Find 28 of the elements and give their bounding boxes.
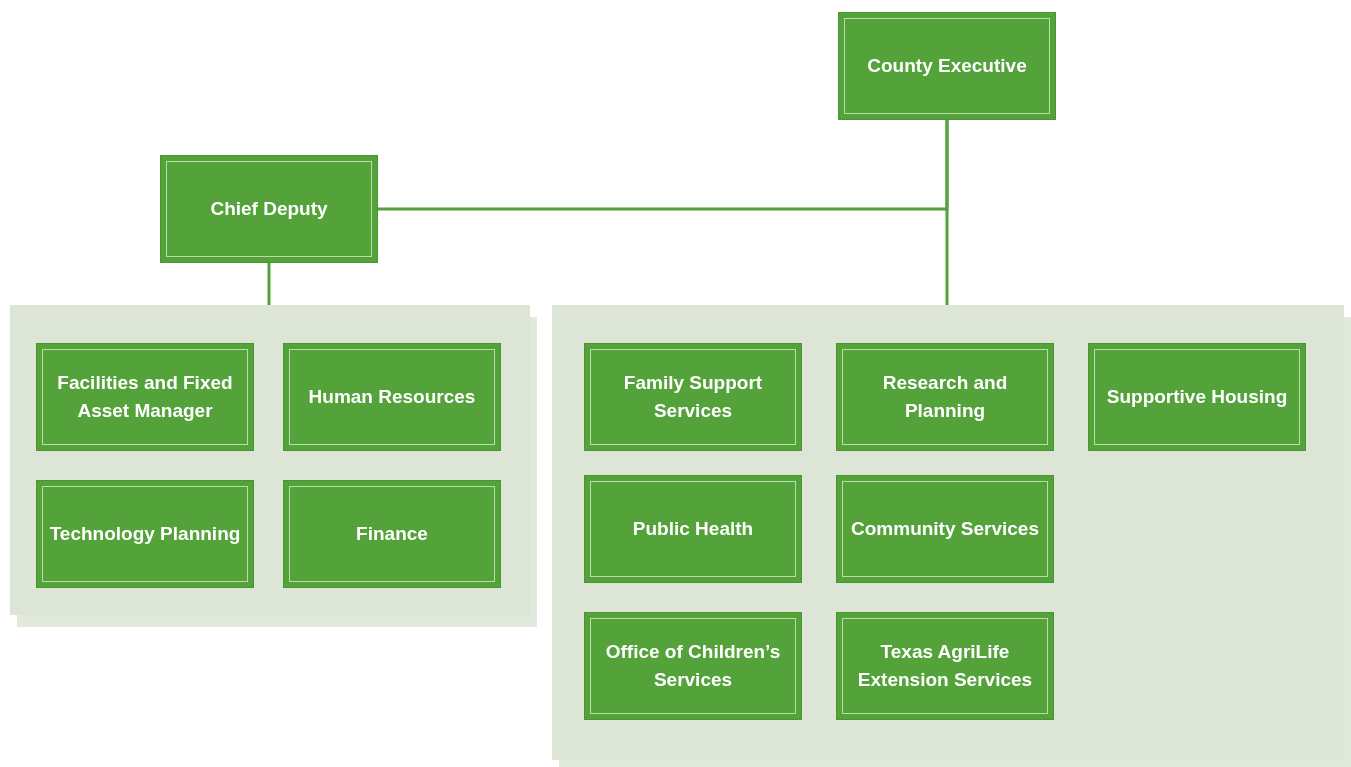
department-box	[283, 343, 501, 451]
box-label: Technology Planning	[48, 521, 242, 546]
department-box	[838, 12, 1056, 120]
department-box	[836, 612, 1054, 720]
box-label: Supportive Housing	[1105, 384, 1289, 409]
box-label: Facilities and Fixed Asset Manager	[56, 370, 234, 423]
box-label: Finance	[355, 521, 429, 546]
department-box	[283, 480, 501, 588]
department-box	[160, 155, 378, 263]
department-box	[836, 475, 1054, 583]
box-label: Family Support Services	[622, 370, 764, 423]
box-label: Community Services	[850, 516, 1040, 541]
department-box	[584, 343, 802, 451]
department-box	[836, 343, 1054, 451]
box-label: Chief Deputy	[209, 196, 329, 221]
department-box	[584, 612, 802, 720]
department-box	[36, 343, 254, 451]
box-label: Human Resources	[307, 384, 477, 409]
box-label: Office of Children’s Services	[604, 639, 782, 692]
department-box	[36, 480, 254, 588]
box-label: County Executive	[866, 53, 1028, 78]
department-box	[1088, 343, 1306, 451]
connector-line	[267, 263, 271, 305]
box-label: Texas AgriLife Extension Services	[856, 639, 1034, 692]
box-label: Research and Planning	[881, 370, 1009, 423]
department-box	[584, 475, 802, 583]
connector-line	[945, 120, 949, 305]
box-label: Public Health	[631, 516, 755, 541]
